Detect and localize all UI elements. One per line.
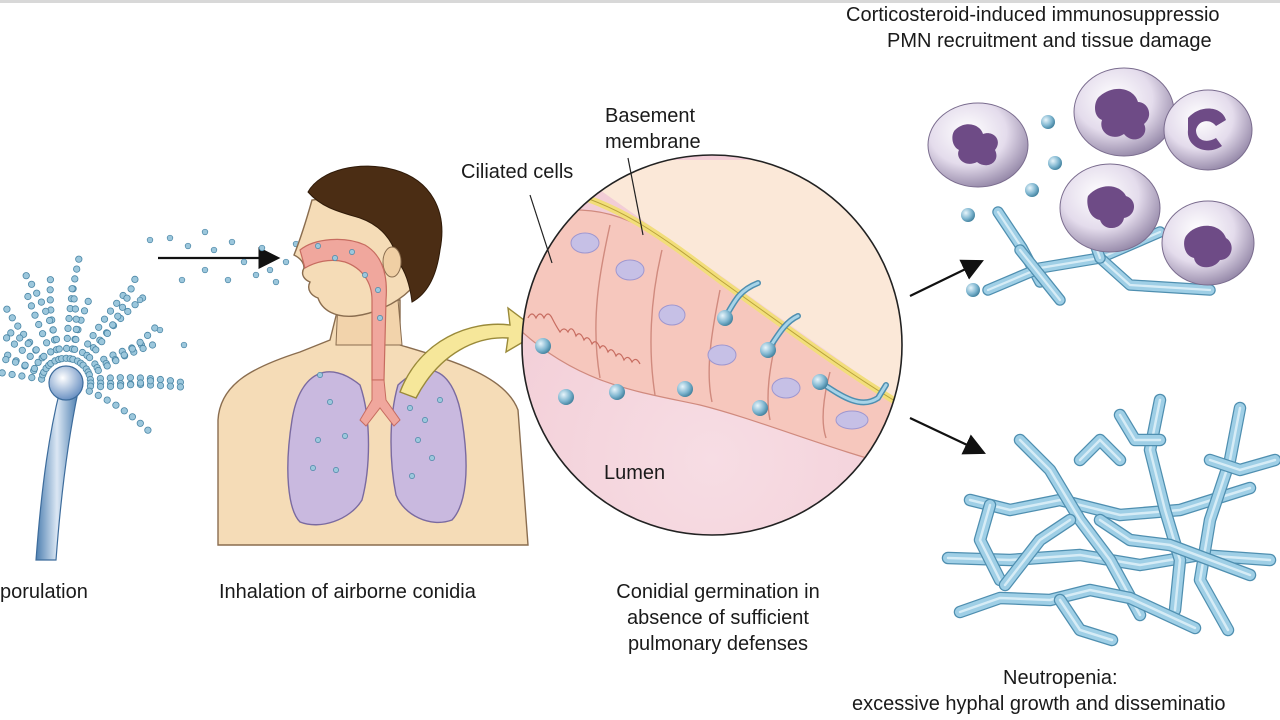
neutrophil	[927, 102, 1029, 188]
inhaled-conidia	[310, 243, 443, 479]
caption-corticosteroid-line: PMN recruitment and tissue damage	[887, 30, 1212, 52]
callout-lumen: Lumen	[604, 462, 666, 484]
magnified-airway-circle	[521, 154, 903, 536]
hair	[307, 165, 443, 303]
neutrophil	[1073, 67, 1175, 157]
caption-germination-line: Conidial germination in	[616, 581, 820, 603]
caption-neutropenia-line: Neutropenia:	[1003, 667, 1118, 689]
lumen-conidia	[535, 338, 768, 416]
trachea	[359, 379, 401, 427]
ear	[382, 246, 402, 278]
callout-ciliated-cells: Ciliated cells	[461, 161, 574, 183]
cell-nuclei	[570, 232, 869, 430]
callout-basement-membrane: Basement membrane	[605, 103, 701, 155]
callout-basement-line: membrane	[605, 131, 701, 153]
conidiophore-vesicle	[48, 365, 84, 401]
caption-corticosteroid-line: Corticosteroid-induced immunosuppressio	[846, 4, 1220, 26]
arrow-to-neutropenia	[909, 417, 986, 455]
leader-basement-membrane	[627, 157, 644, 236]
neutrophil	[1059, 163, 1161, 253]
conidiophore-illustration	[0, 255, 184, 561]
caption-germination: Conidial germination in absence of suffi…	[590, 579, 846, 657]
airborne-conidia	[136, 228, 300, 349]
caption-sporulation: porulation	[0, 581, 88, 603]
caption-corticosteroid: Corticosteroid-induced immunosuppressio …	[840, 2, 1280, 54]
arrow-to-corticosteroid	[909, 259, 984, 297]
callout-basement-line: Basement	[605, 105, 696, 127]
free-conidia	[961, 115, 1062, 297]
caption-inhalation: Inhalation of airborne conidia	[219, 581, 476, 603]
human-figure	[217, 165, 529, 546]
top-border	[0, 0, 1280, 3]
neutrophil	[1161, 200, 1255, 286]
caption-germination-line: absence of sufficient	[627, 607, 809, 629]
cilia	[527, 313, 641, 365]
germinating-conidia	[717, 280, 889, 406]
caption-neutropenia: Neutropenia: excessive hyphal growth and…	[840, 665, 1280, 717]
caption-germination-line: pulmonary defenses	[627, 633, 809, 655]
spore-chains	[0, 255, 184, 434]
left-lung	[287, 371, 370, 526]
caption-neutropenia-line: excessive hyphal growth and disseminatio	[852, 693, 1226, 715]
hyphal-network	[941, 393, 1280, 647]
pmn-illustration	[927, 67, 1255, 306]
conidiophore-stalk	[35, 389, 79, 561]
neutrophil	[1163, 89, 1253, 171]
leader-ciliated-cells	[529, 194, 553, 264]
cell-boundaries	[595, 224, 831, 439]
